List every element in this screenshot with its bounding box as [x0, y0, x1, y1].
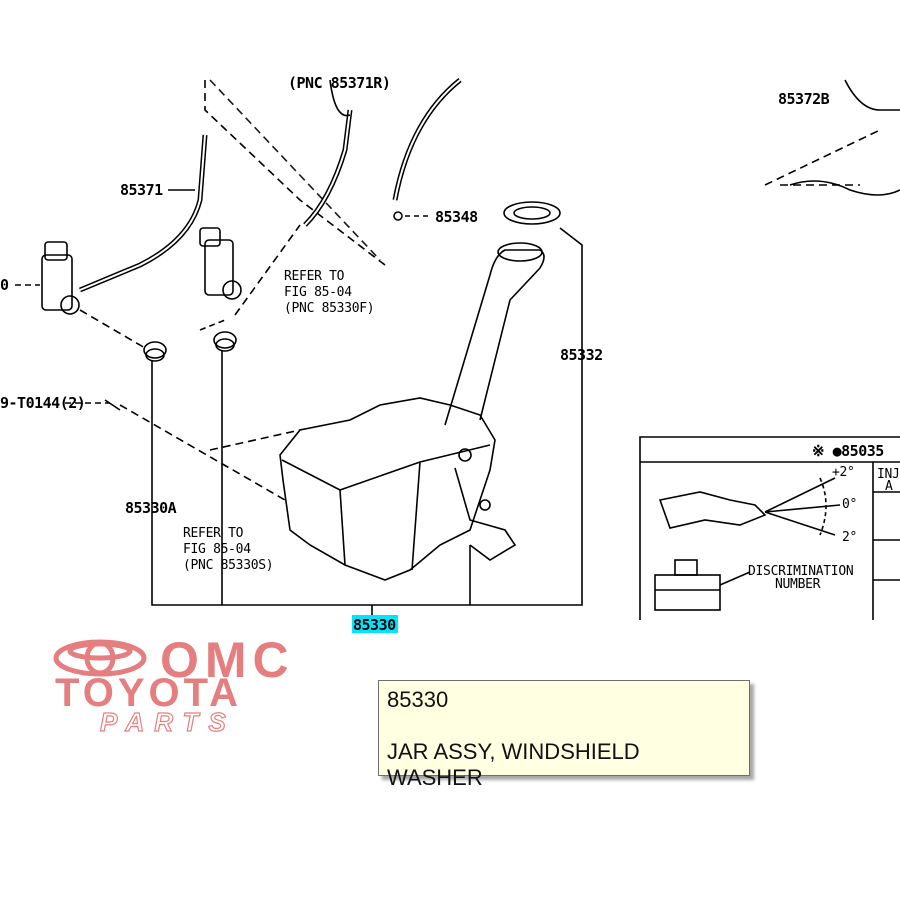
tooltip-part-number: 85330 [387, 687, 449, 712]
refer-note-2-line1: REFER TO [183, 526, 244, 541]
toyota-emblem-icon [53, 639, 147, 677]
inset-header: ※ ●85035 [812, 442, 884, 460]
inset-col-header2: A [885, 479, 893, 494]
label-t0144[interactable]: 9-T0144(2) [0, 394, 86, 412]
selected-part-highlight [352, 615, 398, 633]
refer-note-2-line2: FIG 85-04 [183, 542, 251, 557]
refer-note-1-line2: FIG 85-04 [284, 285, 352, 300]
inset-angle-zero: 0° [842, 497, 857, 512]
refer-note-2-line3: (PNC 85330S) [183, 558, 273, 573]
label-85330a[interactable]: 85330A [125, 499, 177, 517]
label-85372b[interactable]: 85372B [778, 90, 830, 108]
label-pnc-85371r: (PNC 85371R) [288, 74, 390, 92]
inset-angle-minus: 2° [842, 530, 857, 545]
label-left-0: 0 [0, 276, 9, 294]
omc-toyota-logo: OMC TOYOTA PARTS [53, 632, 295, 738]
label-85348[interactable]: 85348 [435, 208, 479, 226]
inset-angle-plus: +2° [832, 465, 855, 480]
logo-omc: OMC [160, 632, 295, 688]
refer-note-1-line3: (PNC 85330F) [284, 301, 374, 316]
inset-col-header: INJ [877, 467, 900, 482]
refer-note-1-line1: REFER TO [284, 269, 345, 284]
tooltip-part-description: JAR ASSY, WINDSHIELD WASHER [387, 739, 640, 790]
inset-disc-line1: DISCRIMINATION [748, 564, 853, 579]
part-tooltip: 85330 JAR ASSY, WINDSHIELD WASHER [378, 680, 750, 790]
label-85330[interactable]: 85330 [353, 616, 397, 634]
label-85371[interactable]: 85371 [120, 181, 164, 199]
inset-disc-line2: NUMBER [775, 577, 821, 592]
label-85332[interactable]: 85332 [560, 346, 603, 364]
logo-parts: PARTS [100, 707, 236, 737]
logo-toyota: TOYOTA [55, 671, 242, 715]
